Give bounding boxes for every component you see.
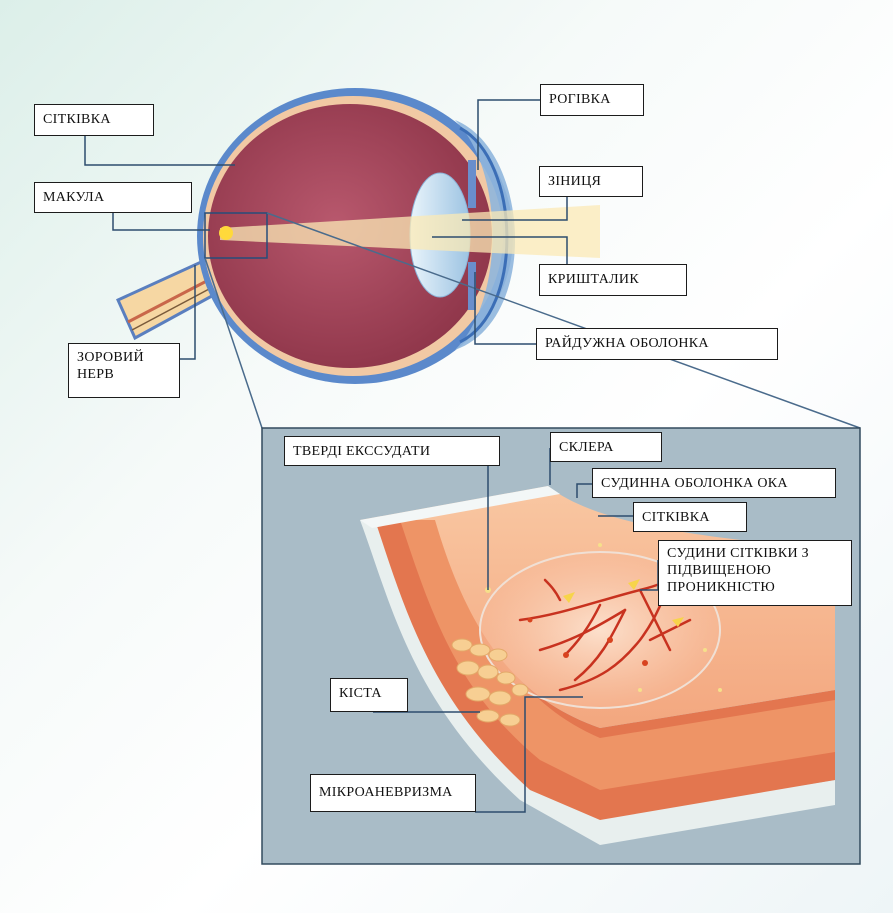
label-iris: РАЙДУЖНА ОБОЛОНКА <box>536 328 778 360</box>
label-leaky-vessels-line1: СУДИНИ СІТКІВКИ З <box>667 545 843 562</box>
label-sclera: СКЛЕРА <box>550 432 662 462</box>
label-cornea: РОГІВКА <box>540 84 644 116</box>
label-optic-nerve-line2: НЕРВ <box>77 366 171 383</box>
label-leaky-vessels: СУДИНИ СІТКІВКИ З ПІДВИЩЕНОЮ ПРОНИКНІСТЮ <box>658 540 852 606</box>
label-choroid: СУДИННА ОБОЛОНКА ОКА <box>592 468 836 498</box>
label-hard-exudates: ТВЕРДІ ЕКССУДАТИ <box>284 436 500 466</box>
label-macula: МАКУЛА <box>34 182 192 213</box>
label-lens: КРИШТАЛИК <box>539 264 687 296</box>
label-cyst: КІСТА <box>330 678 408 712</box>
label-microaneurysm: МІКРОАНЕВРИЗМА <box>310 774 476 812</box>
label-leaky-vessels-line3: ПРОНИКНІСТЮ <box>667 579 843 596</box>
label-optic-nerve: ЗОРОВИЙ НЕРВ <box>68 343 180 398</box>
label-pupil: ЗІНИЦЯ <box>539 166 643 197</box>
label-retina-top: СІТКІВКА <box>34 104 154 136</box>
label-leaky-vessels-line2: ПІДВИЩЕНОЮ <box>667 562 843 579</box>
label-retina-inset: СІТКІВКА <box>633 502 747 532</box>
label-optic-nerve-line1: ЗОРОВИЙ <box>77 349 171 366</box>
macula-spot <box>219 226 233 240</box>
